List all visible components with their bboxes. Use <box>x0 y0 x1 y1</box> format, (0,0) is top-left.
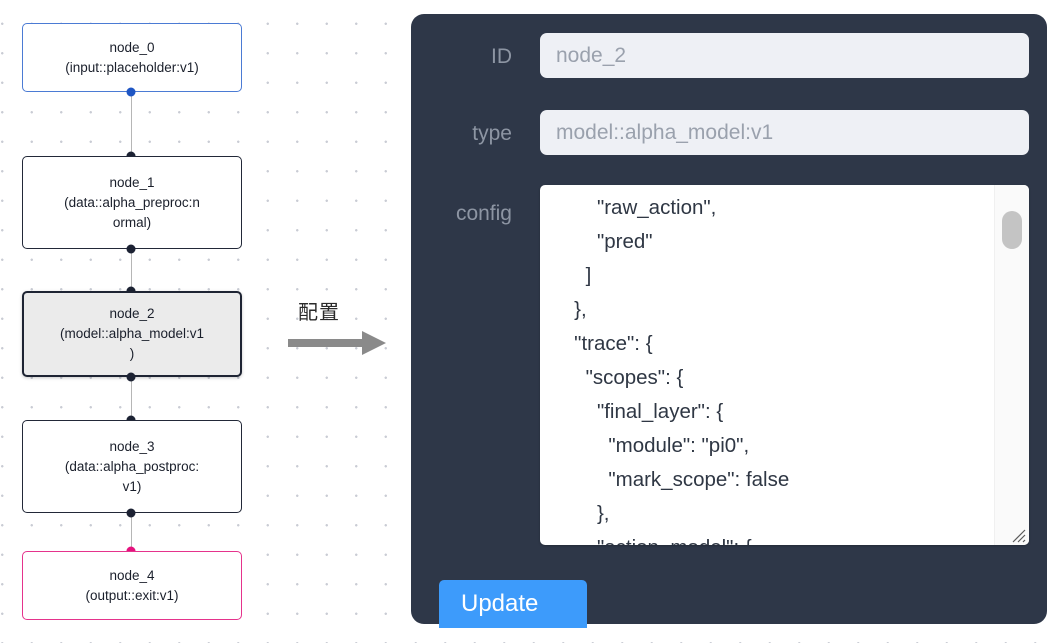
arrow-label: 配置 <box>298 300 340 324</box>
type-input[interactable] <box>540 110 1029 155</box>
port-node_1-out[interactable] <box>126 244 136 254</box>
port-node_0-out[interactable] <box>126 87 136 97</box>
graph-node-label: node_2 (model::alpha_model:v1 ) <box>59 306 205 361</box>
edge-node3-node4 <box>130 513 133 551</box>
port-node_2-out[interactable] <box>126 372 136 382</box>
graph-node-label: node_4 (output::exit:v1) <box>85 567 179 603</box>
type-field-label: type <box>472 122 512 145</box>
edge-node0-node1 <box>130 92 133 156</box>
config-textarea-wrapper <box>540 185 1029 545</box>
config-field-label: config <box>455 202 512 225</box>
graph-node-node_0[interactable]: node_0 (input::placeholder:v1) <box>22 23 242 92</box>
edge-node2-node3 <box>130 377 133 420</box>
config-arrow-annotation: 配置 <box>288 296 398 366</box>
id-input[interactable] <box>540 33 1029 78</box>
config-textarea[interactable] <box>540 185 995 545</box>
graph-node-label: node_3 (data::alpha_postproc: v1) <box>64 438 200 494</box>
resize-handle-icon[interactable] <box>1009 526 1027 544</box>
node-config-panel: ID type config Update <box>411 14 1047 628</box>
field-row-id: ID <box>411 33 1047 78</box>
graph-node-label: node_1 (data::alpha_preproc:n ormal) <box>64 174 200 230</box>
graph-node-node_4[interactable]: node_4 (output::exit:v1) <box>22 551 242 620</box>
config-scrollbar-thumb[interactable] <box>1002 211 1022 249</box>
field-row-type: type <box>411 110 1047 155</box>
port-node_3-out[interactable] <box>126 508 136 518</box>
config-scrollbar[interactable] <box>994 185 1029 545</box>
edge-node1-node2 <box>130 249 133 291</box>
graph-node-node_3[interactable]: node_3 (data::alpha_postproc: v1) <box>22 420 242 513</box>
graph-node-label: node_0 (input::placeholder:v1) <box>65 39 199 75</box>
update-button[interactable]: Update <box>439 580 587 628</box>
graph-node-node_1[interactable]: node_1 (data::alpha_preproc:n ormal) <box>22 156 242 249</box>
id-field-label: ID <box>491 45 512 68</box>
field-row-config: config <box>411 185 1047 545</box>
graph-canvas[interactable]: node_0 (input::placeholder:v1) node_1 (d… <box>0 0 400 643</box>
graph-node-node_2[interactable]: node_2 (model::alpha_model:v1 ) <box>22 291 242 377</box>
arrow-right-icon <box>288 331 386 355</box>
